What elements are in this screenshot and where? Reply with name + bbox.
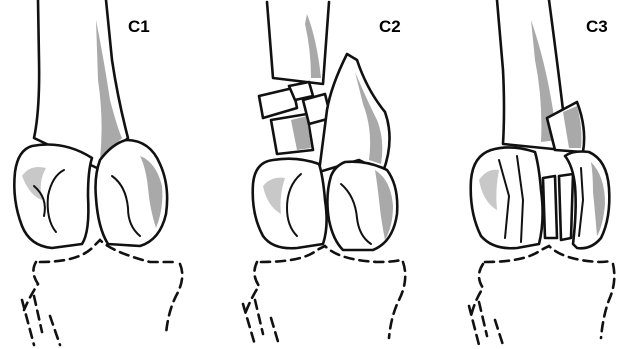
c2-fracture-illustration xyxy=(207,0,413,349)
panel-c3: C3 xyxy=(413,0,619,349)
c3-central-fragment-right xyxy=(559,174,573,240)
panel-label: C2 xyxy=(379,17,401,37)
c3-fracture-illustration xyxy=(413,0,619,349)
panel-label: C3 xyxy=(586,17,608,37)
c3-lateral-condyle xyxy=(471,147,543,248)
c1-lateral-condyle xyxy=(14,145,92,249)
panel-c1: C1 xyxy=(0,0,206,349)
c2-lateral-condyle xyxy=(253,159,327,249)
panel-label: C1 xyxy=(128,17,150,37)
c1-fracture-illustration xyxy=(0,0,206,349)
panel-c2: C2 xyxy=(207,0,413,349)
c3-central-fragment-left xyxy=(543,176,557,238)
